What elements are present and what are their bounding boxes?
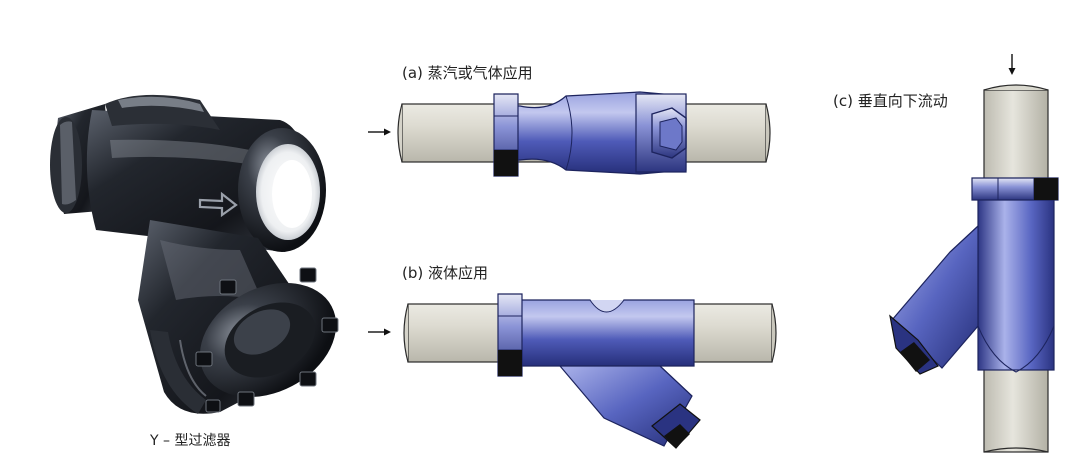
label-vertical-down: (c) 垂直向下流动 (833, 92, 948, 110)
label-liquid: (b) 液体应用 (402, 264, 488, 282)
y-strainer-photo (50, 94, 339, 414)
flow-arrow-icon-c (1008, 54, 1016, 75)
strainer-body-c (977, 197, 1055, 371)
strainer-vertical-down (889, 84, 1059, 453)
strainer-liquid (403, 293, 777, 449)
flow-arrow-icon-a (368, 128, 391, 136)
photo-flow-arrow-icon (198, 191, 238, 218)
photo-cap-bolts (195, 267, 339, 413)
drain-plug-c (900, 342, 930, 372)
label-steam-gas: (a) 蒸汽或气体应用 (402, 64, 533, 82)
strainer-steam-gas (397, 91, 771, 177)
photo-caption: Y – 型过滤器 (150, 433, 231, 449)
drain-plug-b (664, 424, 690, 448)
flow-arrow-icon-b (368, 328, 391, 336)
